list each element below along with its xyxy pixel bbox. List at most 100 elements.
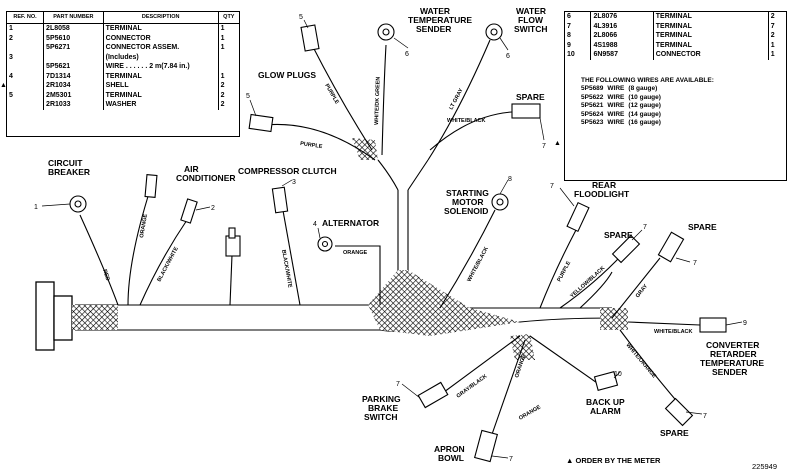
label-spare-mid: SPARE — [604, 230, 633, 240]
header-part-number: PART NUMBER — [43, 12, 104, 24]
wire-white-black: WHITE/BLACK — [447, 118, 486, 124]
wire-orange: ORANGE — [139, 213, 149, 238]
label-spare-right: SPARE — [688, 222, 717, 232]
label-glow-plugs: GLOW PLUGS — [258, 70, 316, 80]
callout-7-top: 7 — [542, 143, 546, 150]
order-by-meter-mark-left: ▲ — [0, 82, 7, 89]
callout-1: 1 — [34, 204, 38, 211]
braid-center — [368, 270, 520, 336]
air-conditioner-connector — [144, 174, 158, 198]
back-up-alarm-connector — [593, 370, 619, 392]
figure-number: 225949 — [752, 462, 778, 471]
leader-lines — [41, 19, 743, 459]
callout-9: 9 — [743, 320, 747, 327]
callout-6-temp: 6 — [405, 51, 409, 58]
header-qty: QTY — [218, 12, 239, 24]
starting-motor-ring-terminal — [491, 193, 509, 211]
water-temp-connector — [300, 24, 320, 52]
callout-7-right: 7 — [693, 260, 697, 267]
water-temp-ring-terminal — [377, 23, 395, 41]
circuit-breaker-ring-terminal — [69, 195, 87, 213]
callout-6-flow: 6 — [506, 53, 510, 60]
wire-white-black-3: WHITE/BLACK — [654, 329, 693, 335]
air-conditioner-connector-2 — [180, 198, 198, 224]
wire-gray: GRAY — [635, 283, 649, 299]
spare-mid-connector — [611, 234, 641, 264]
callout-7-apron: 7 — [509, 456, 513, 463]
callout-5-glow: 5 — [246, 93, 250, 100]
wire-red: RED — [101, 269, 110, 282]
compressor-clutch-connector — [271, 186, 289, 214]
table-row: 3(Includes) — [7, 52, 239, 62]
callout-7-bottom: 7 — [703, 413, 707, 420]
wire-gray-black: GRAY/BLACK — [456, 373, 489, 399]
components — [69, 23, 727, 463]
callout-2: 2 — [211, 205, 215, 212]
braid-top — [352, 138, 378, 160]
ground-connector — [225, 227, 241, 257]
label-compressor-clutch: COMPRESSOR CLUTCH — [238, 166, 337, 176]
callout-7-flood: 7 — [550, 183, 554, 190]
rear-floodlight-connector — [566, 201, 590, 233]
callout-numbers: 1 2 3 4 5 5 6 6 7 8 7 7 7 9 7 7 10 7 — [34, 14, 747, 463]
spare-bottom-connector — [664, 397, 694, 427]
spare-right-connector — [657, 231, 685, 263]
callout-7-parking: 7 — [396, 381, 400, 388]
header-ref-no: REF. NO. — [7, 12, 45, 24]
callout-5-temp: 5 — [299, 14, 303, 21]
callout-7-mid: 7 — [643, 224, 647, 231]
label-spare-bottom: SPARE — [660, 428, 689, 438]
order-by-meter-mark-right: ▲ — [554, 140, 561, 147]
spare-top-connector — [511, 103, 541, 119]
callout-10: 10 — [614, 371, 622, 378]
callout-4: 4 — [313, 221, 317, 228]
wire-purple-2: PURPLE — [323, 83, 340, 106]
harness-branches — [79, 39, 701, 441]
braid-left — [72, 305, 118, 330]
wire-white-green: WHITE/DK GREEN — [374, 77, 382, 125]
wires-available-note: THE FOLLOWING WIRES ARE AVAILABLE: — [581, 76, 714, 84]
wire-white-orange: WHITE/ORANGE — [624, 342, 657, 379]
wire-purple: PURPLE — [300, 141, 323, 150]
alternator-ring-terminal — [317, 236, 333, 252]
header-description: DESCRIPTION — [103, 12, 219, 24]
callout-3: 3 — [292, 179, 296, 186]
circuit-breaker-block — [35, 281, 55, 351]
wire-orange-alt: ORANGE — [343, 250, 367, 256]
apron-bowl-connector — [473, 429, 499, 463]
parking-brake-connector — [417, 381, 449, 409]
callout-8: 8 — [508, 176, 512, 183]
water-flow-ring-terminal — [485, 23, 503, 41]
label-alternator: ALTERNATOR — [322, 218, 379, 228]
